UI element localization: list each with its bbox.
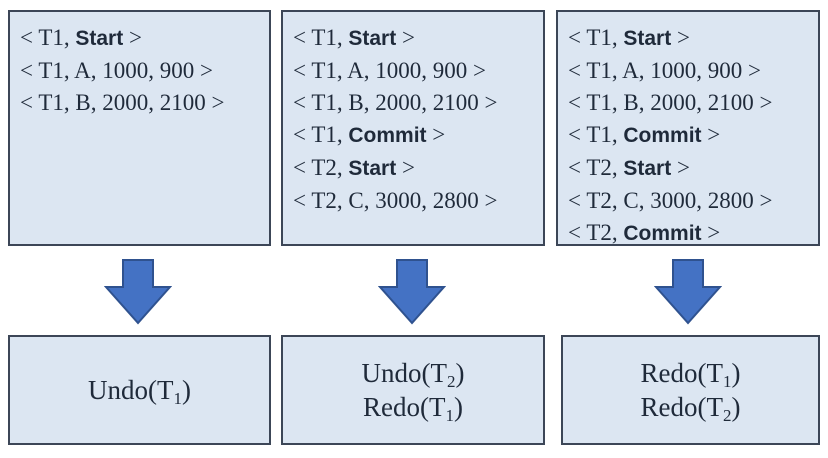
action-op: Redo bbox=[363, 392, 420, 422]
transaction-id: T1 bbox=[586, 25, 612, 50]
action-tx: T bbox=[429, 392, 446, 422]
log-fields: A, 1000, 900 bbox=[74, 58, 195, 83]
log-record: < T2, Start > bbox=[568, 155, 690, 180]
log-record: < T1, Start > bbox=[568, 25, 690, 50]
log-fields: B, 2000, 2100 bbox=[348, 90, 479, 115]
down-arrow-icon bbox=[378, 259, 446, 325]
action-tx-subscript: 1 bbox=[173, 389, 183, 408]
transaction-id: T1 bbox=[586, 90, 612, 115]
action-op: Undo bbox=[361, 358, 422, 388]
down-arrow-icon bbox=[654, 259, 722, 325]
action-tx-subscript: 2 bbox=[723, 406, 732, 425]
transaction-id: T1 bbox=[311, 90, 337, 115]
log-keyword: Start bbox=[623, 27, 672, 50]
recovery-action-box-1: Undo(T1) bbox=[8, 335, 271, 445]
action-tx: T bbox=[430, 358, 448, 388]
log-keyword: Commit bbox=[623, 124, 702, 147]
log-keyword: Start bbox=[623, 157, 672, 180]
recovery-action: Undo(T2) bbox=[361, 358, 465, 391]
transaction-id: T2 bbox=[311, 188, 337, 213]
log-record: < T1, B, 2000, 2100 > bbox=[293, 90, 498, 115]
log-keyword: Start bbox=[75, 27, 124, 50]
log-fields: C, 3000, 2800 bbox=[623, 188, 754, 213]
log-fields: A, 1000, 900 bbox=[347, 58, 468, 83]
log-box-1: < T1, Start > < T1, A, 1000, 900 > < T1, B… bbox=[8, 10, 271, 246]
transaction-id: T1 bbox=[586, 58, 612, 83]
log-fields: C, 3000, 2800 bbox=[348, 188, 479, 213]
action-tx-subscript: 1 bbox=[723, 372, 732, 391]
transaction-id: T1 bbox=[311, 122, 337, 147]
log-record: < T1, A, 1000, 900 > bbox=[293, 58, 486, 83]
log-record: < T1, B, 2000, 2100 > bbox=[568, 90, 773, 115]
action-op: Redo bbox=[640, 392, 698, 422]
transaction-id: T2 bbox=[586, 220, 612, 245]
transaction-id: T1 bbox=[38, 25, 64, 50]
recovery-action-box-2: Undo(T2)Redo(T1) bbox=[281, 335, 545, 445]
action-tx: T bbox=[706, 358, 724, 388]
log-record: < T2, C, 3000, 2800 > bbox=[568, 188, 773, 213]
log-box-2: < T1, Start > < T1, A, 1000, 900 > < T1, B… bbox=[281, 10, 545, 246]
log-record: < T1, Start > bbox=[20, 25, 142, 50]
log-record: < T1, Commit > bbox=[293, 122, 446, 147]
log-fields: A, 1000, 900 bbox=[622, 58, 743, 83]
log-fields: B, 2000, 2100 bbox=[75, 90, 206, 115]
action-tx: T bbox=[706, 392, 724, 422]
action-op: Redo bbox=[640, 358, 698, 388]
transaction-id: T1 bbox=[38, 90, 64, 115]
action-tx-subscript: 2 bbox=[447, 372, 456, 391]
action-op: Undo bbox=[88, 375, 148, 405]
recovery-action: Redo(T1) bbox=[640, 358, 741, 391]
log-keyword: Start bbox=[348, 27, 397, 50]
recovery-action: Redo(T1) bbox=[363, 392, 463, 425]
log-record: < T1, A, 1000, 900 > bbox=[20, 58, 213, 83]
action-tx: T bbox=[157, 375, 174, 405]
log-record: < T2, C, 3000, 2800 > bbox=[293, 188, 498, 213]
transaction-id: T2 bbox=[311, 155, 337, 180]
log-record: < T2, Start > bbox=[293, 155, 415, 180]
log-record: < T2, Commit > bbox=[568, 220, 721, 245]
log-box-3: < T1, Start > < T1, A, 1000, 900 > < T1, B… bbox=[556, 10, 820, 246]
down-arrow-icon bbox=[104, 259, 172, 325]
transaction-id: T1 bbox=[38, 58, 64, 83]
transaction-id: T2 bbox=[586, 155, 612, 180]
log-record: < T1, A, 1000, 900 > bbox=[568, 58, 761, 83]
recovery-action: Redo(T2) bbox=[640, 392, 741, 425]
recovery-action-box-3: Redo(T1)Redo(T2) bbox=[561, 335, 820, 445]
log-keyword: Start bbox=[348, 157, 397, 180]
log-record: < T1, Start > bbox=[293, 25, 415, 50]
transaction-id: T2 bbox=[586, 188, 612, 213]
log-fields: B, 2000, 2100 bbox=[623, 90, 754, 115]
transaction-id: T1 bbox=[311, 25, 337, 50]
log-record: < T1, B, 2000, 2100 > bbox=[20, 90, 225, 115]
transaction-id: T1 bbox=[311, 58, 337, 83]
log-record: < T1, Commit > bbox=[568, 122, 721, 147]
log-keyword: Commit bbox=[623, 222, 702, 245]
action-tx-subscript: 1 bbox=[445, 406, 455, 425]
log-keyword: Commit bbox=[348, 124, 427, 147]
recovery-action: Undo(T1) bbox=[88, 375, 191, 408]
transaction-id: T1 bbox=[586, 122, 612, 147]
